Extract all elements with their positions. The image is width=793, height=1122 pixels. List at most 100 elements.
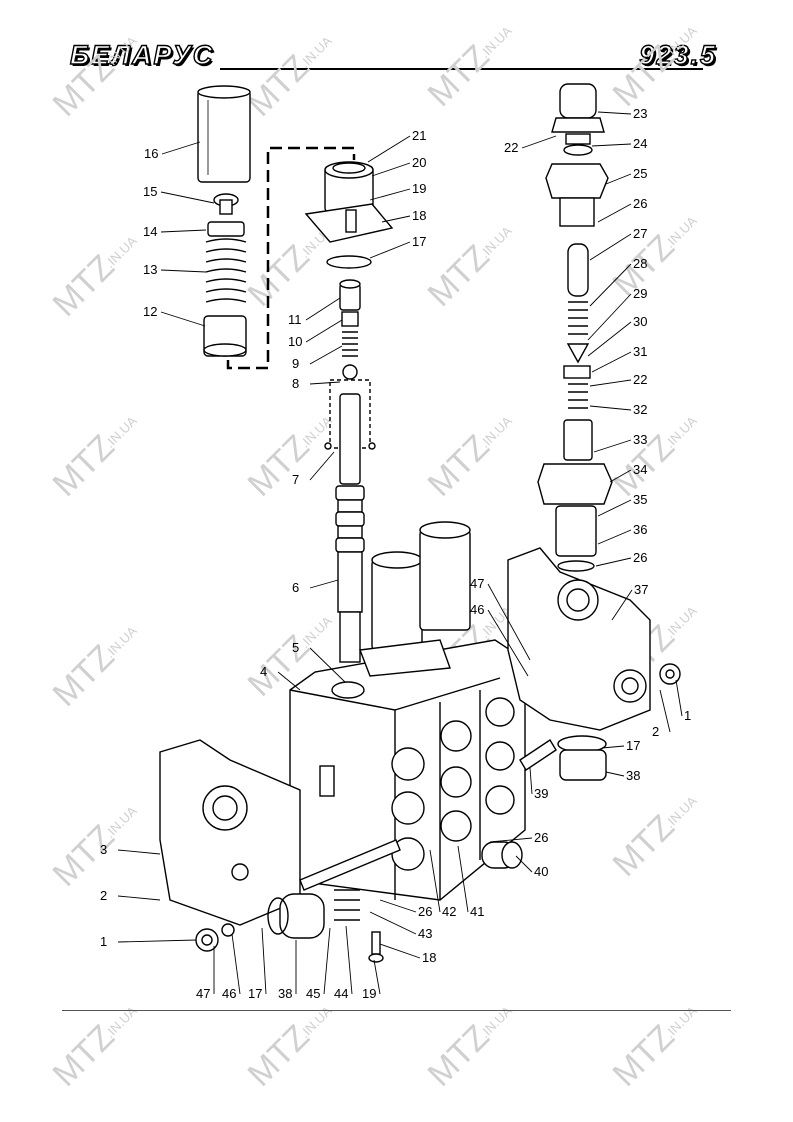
header-rule [220,68,703,70]
watermark-suffix: .IN.UA [662,603,700,641]
callout-label: 38 [626,768,640,783]
leader-line [487,609,529,677]
callout-label: 18 [412,208,426,223]
callout-label: 45 [306,986,320,1001]
callout-label: 1 [100,934,107,949]
leader-line [305,297,341,321]
callout-label: 43 [418,926,432,941]
callout-label: 26 [633,550,647,565]
callout-label: 22 [504,140,518,155]
leader-line [605,771,625,777]
callout-label: 9 [292,356,299,371]
callout-label: 17 [412,234,426,249]
callout-label: 40 [534,864,548,879]
leader-line [117,895,161,901]
part-screw-40 [481,841,523,869]
leader-line [489,837,533,843]
leader-line [231,933,241,995]
leader-line [261,927,267,995]
watermark-suffix: .IN.UA [477,413,515,451]
leader-line [309,345,343,365]
callout-label: 41 [470,904,484,919]
leader-line [309,579,339,589]
callout-label: 35 [633,492,647,507]
callout-label: 46 [470,602,484,617]
watermark: MTZ.IN.UA [421,413,515,504]
leader-line [277,671,301,691]
callout-label: 10 [288,334,302,349]
watermark-suffix: .IN.UA [662,1003,700,1041]
leader-line [591,351,632,373]
watermark: MTZ.IN.UA [421,223,515,314]
leader-line [609,469,632,483]
callout-label: 27 [633,226,647,241]
leader-line [117,849,161,855]
watermark: MTZ.IN.UA [421,1003,515,1094]
page-header: БЕЛАРУС 923.5 [0,0,793,80]
leader-line [529,767,533,795]
watermark: MTZ.IN.UA [606,23,700,114]
callout-label: 7 [292,472,299,487]
watermark: MTZ.IN.UA [241,413,335,504]
callout-label: 12 [143,304,157,319]
callout-label: 24 [633,136,647,151]
leader-line [379,899,417,913]
part-left-cover [159,739,301,952]
callout-label: 47 [470,576,484,591]
leader-line [589,263,632,307]
leader-line [160,311,206,327]
leader-line [160,269,207,273]
leader-line [369,188,411,201]
callout-label: 5 [292,640,299,655]
callout-label: 17 [626,738,640,753]
leader-line [605,173,632,185]
part-cap [207,221,245,237]
part-spring [205,238,247,303]
callout-label: 29 [633,286,647,301]
part-screw-19 [368,931,384,963]
leader-line [117,939,197,943]
watermark: MTZ.IN.UA [46,233,140,324]
callout-label: 42 [442,904,456,919]
callout-label: 38 [278,986,292,1001]
callout-label: 19 [362,986,376,1001]
watermark-suffix: .IN.UA [102,233,140,271]
leader-line [589,379,632,387]
callout-label: 46 [222,986,236,1001]
callout-label: 23 [633,106,647,121]
part-right-cover [507,547,681,731]
part-cup [203,315,247,357]
leader-line [379,943,421,959]
part-plug-right [557,735,607,781]
callout-label: 31 [633,344,647,359]
watermark-suffix: .IN.UA [662,23,700,61]
leader-line [345,925,353,995]
leader-line [457,845,469,913]
leader-line [161,141,201,155]
watermark: MTZ.IN.UA [606,793,700,884]
watermark: MTZ.IN.UA [46,413,140,504]
watermark-suffix: .IN.UA [662,793,700,831]
leader-line [369,911,417,935]
leader-line [429,849,441,913]
callout-label: 17 [248,986,262,1001]
callout-label: 30 [633,314,647,329]
leader-line [591,143,632,147]
part-rod [299,839,401,891]
watermark: MTZ.IN.UA [421,23,515,114]
leader-line [597,529,632,545]
callout-label: 4 [260,664,267,679]
callout-label: 28 [633,256,647,271]
brand-title: БЕЛАРУС [69,39,215,70]
watermark-suffix: .IN.UA [102,1003,140,1041]
part-right-spring [537,243,613,572]
part-plunger [339,279,361,357]
part-housing [304,161,394,269]
callout-label: 8 [292,376,299,391]
part-cylinders [359,521,471,677]
leader-line [309,451,335,481]
leader-line [160,191,215,204]
callout-label: 26 [534,830,548,845]
callout-label: 26 [633,196,647,211]
